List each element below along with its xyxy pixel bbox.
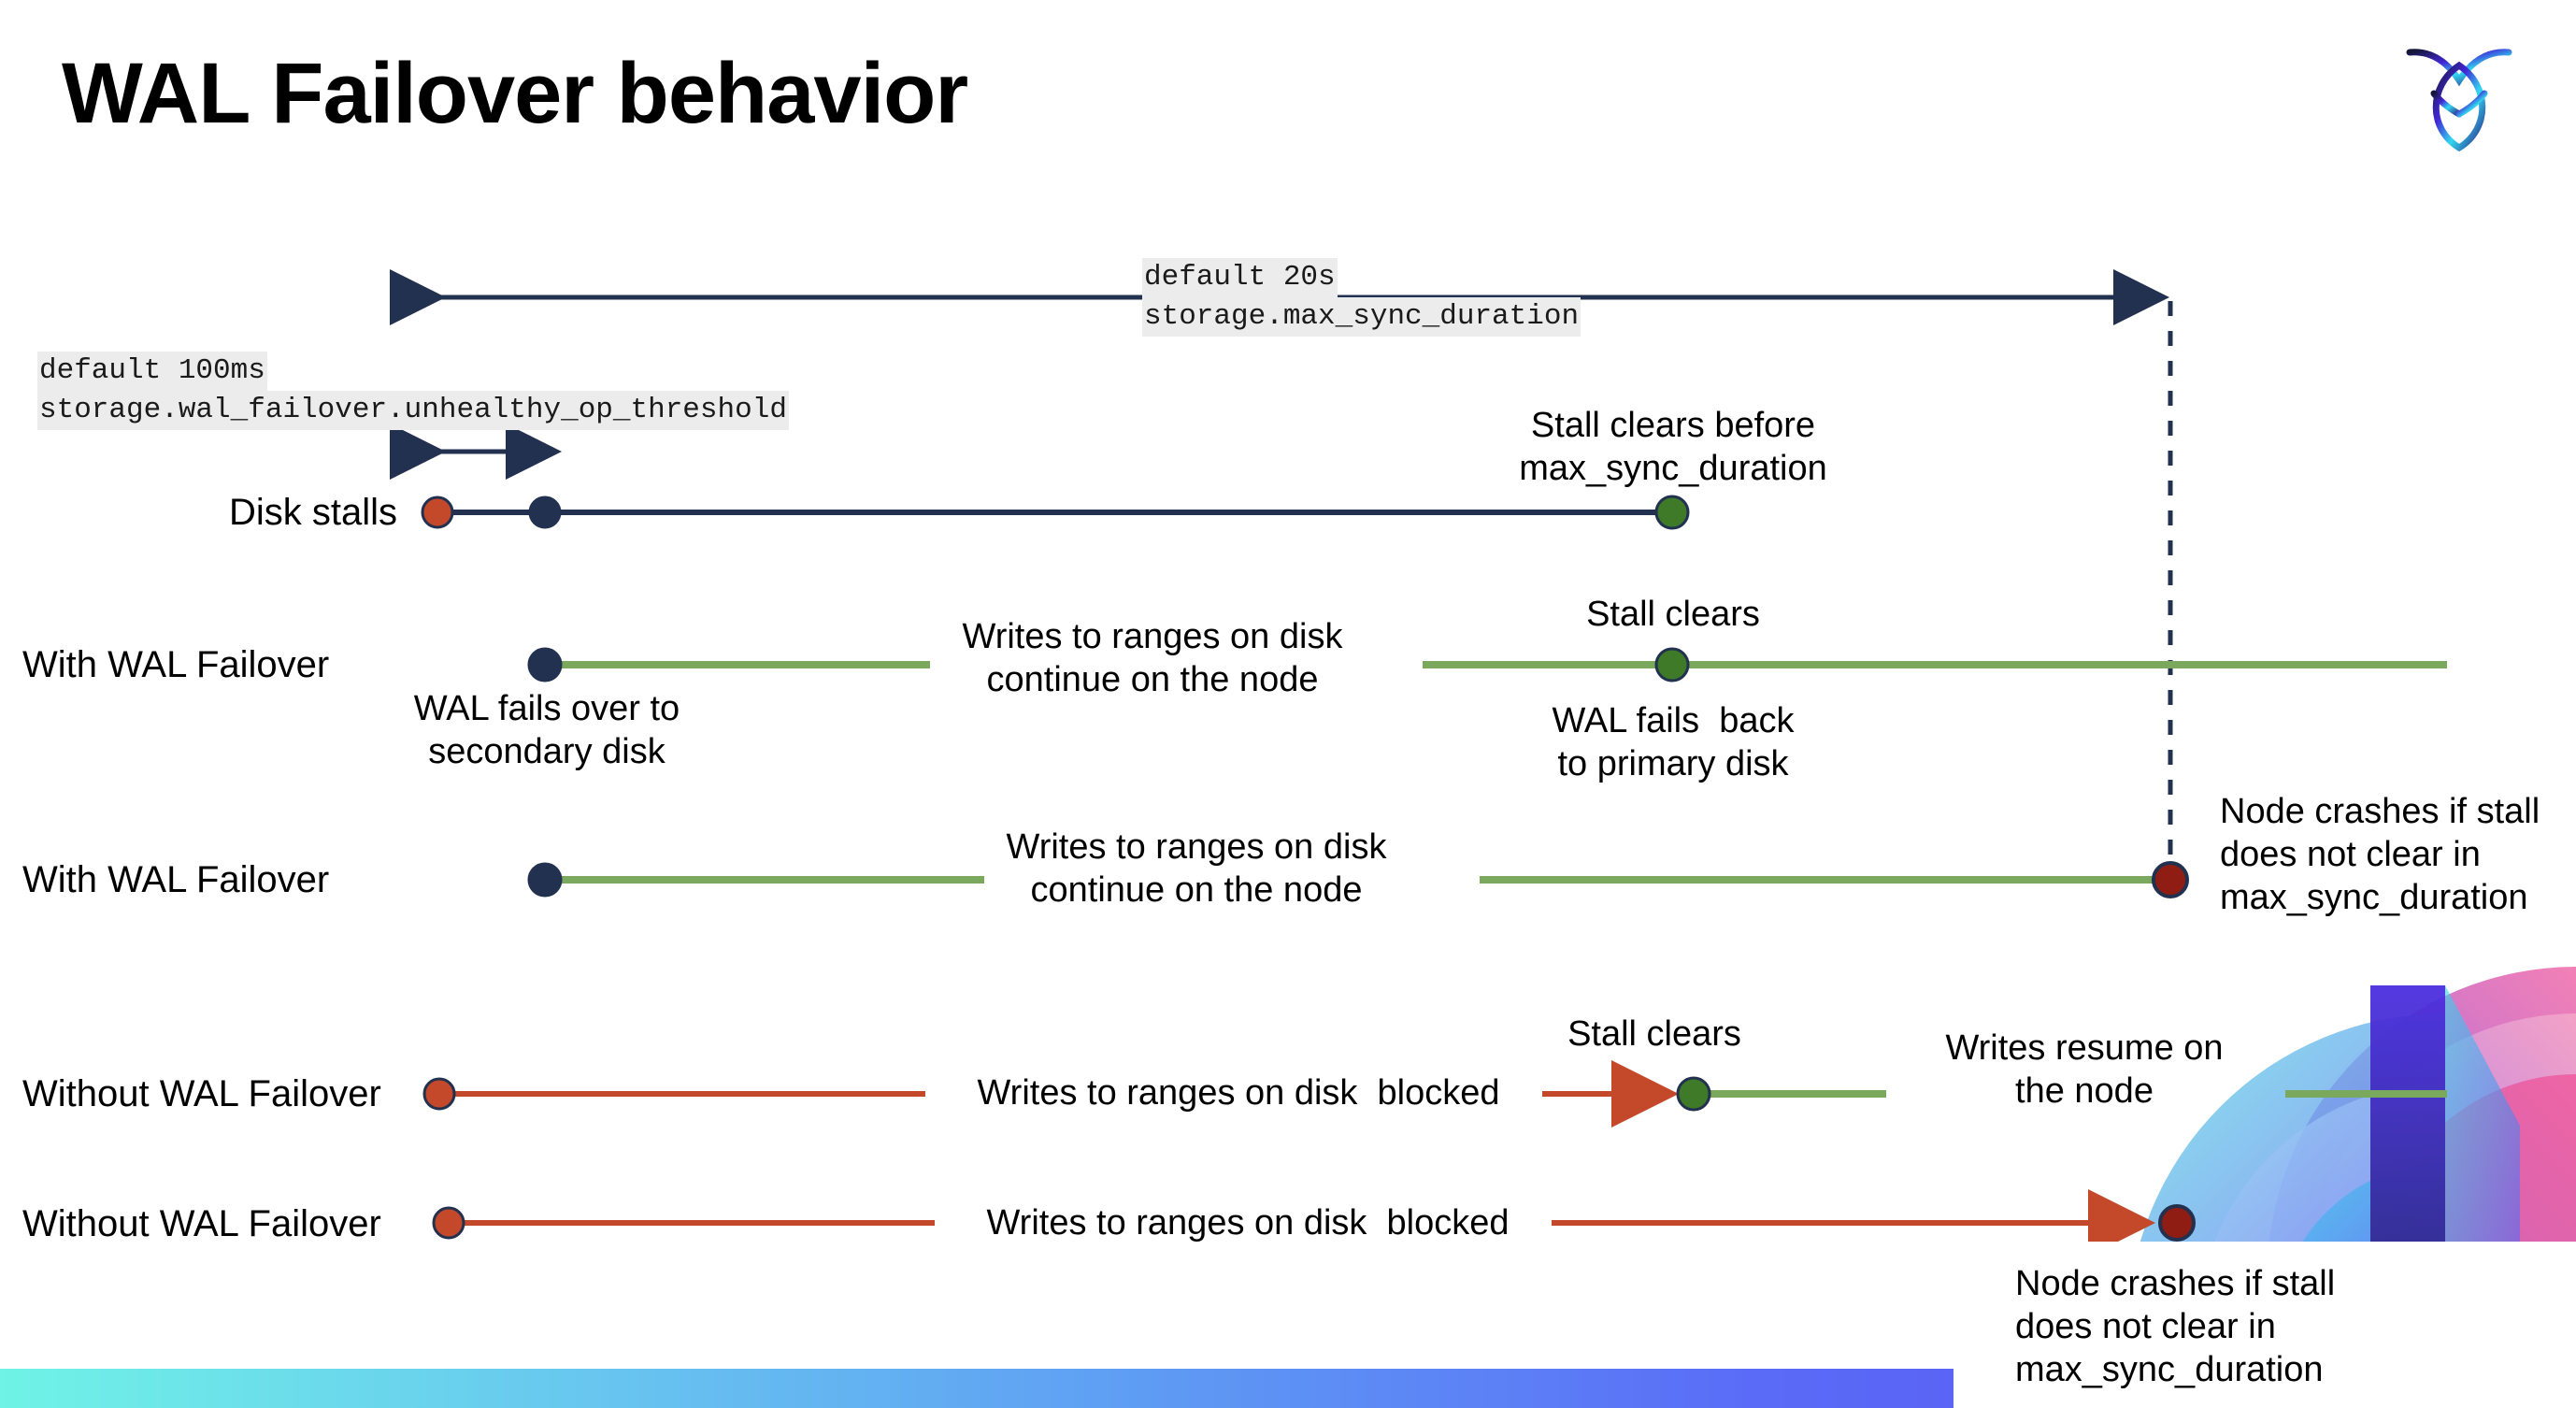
row-label-with-wal-failover-2: With WAL Failover: [22, 859, 330, 900]
marker-disk-stall-start-3: [432, 1206, 465, 1240]
max-sync-duration-setting: storage.max_sync_duration: [1142, 297, 1581, 337]
marker-wal-failover-trigger: [528, 496, 562, 529]
max-sync-duration-callout: default 20s storage.max_sync_duration: [1142, 258, 1581, 337]
node-crash-callout-box: Node crashes if stall does not clear in …: [1953, 1242, 2576, 1408]
marker-stall-clears-1: [1654, 647, 1690, 682]
row-without-wal-failover-2-track: [432, 1189, 2196, 1257]
unhealthy-op-threshold-setting: storage.wal_failover.unhealthy_op_thresh…: [37, 391, 789, 430]
row-with-wal-failover-2-track: [527, 861, 2189, 898]
row-label-without-wal-failover-1: Without WAL Failover: [22, 1073, 381, 1114]
annotation-node-crashes-1: Node crashes if stall does not clear in …: [2220, 792, 2540, 917]
annotation-writes-resume: Writes resume on the node: [1945, 1028, 2224, 1111]
row-without-wal-failover-1-track: [422, 1060, 2447, 1128]
marker-wal-fails-over-2: [527, 862, 563, 898]
marker-node-crash-2: [2158, 1204, 2196, 1242]
row-label-without-wal-failover-2: Without WAL Failover: [22, 1203, 381, 1244]
row-with-wal-failover-1-track: [527, 647, 2447, 682]
annotation-writes-continue-2: Writes to ranges on disk continue on the…: [1006, 827, 1387, 910]
annotation-wal-fails-back: WAL fails back to primary disk: [1552, 701, 1795, 783]
unhealthy-op-threshold-default: default 100ms: [37, 352, 267, 391]
row-label-with-wal-failover-1: With WAL Failover: [22, 644, 330, 685]
annotation-stall-clears-1: Stall clears: [1586, 595, 1760, 634]
annotation-writes-blocked-1: Writes to ranges on disk blocked: [977, 1073, 1500, 1113]
annotation-writes-continue-1: Writes to ranges on disk continue on the…: [962, 617, 1343, 699]
row-disk-stalls-track: [421, 495, 1690, 530]
marker-disk-stall-start-2: [422, 1077, 456, 1111]
marker-stall-clears-2: [1676, 1076, 1711, 1112]
page-title: WAL Failover behavior: [62, 46, 968, 141]
annotation-stall-clears-3: Stall clears: [1567, 1014, 1741, 1054]
max-sync-duration-default: default 20s: [1142, 258, 1338, 297]
row-label-disk-stalls: Disk stalls: [228, 492, 397, 533]
marker-wal-fails-over: [527, 647, 563, 682]
unhealthy-op-threshold-callout: default 100ms storage.wal_failover.unhea…: [37, 352, 789, 430]
annotation-stall-clears-before: Stall clears before max_sync_duration: [1519, 406, 1827, 488]
annotation-wal-fails-over: WAL fails over to secondary disk: [413, 689, 680, 771]
marker-node-crash-1: [2152, 861, 2189, 898]
marker-stall-clears-disk: [1654, 495, 1690, 530]
marker-disk-stall-start: [421, 496, 454, 529]
cockroachdb-logo-icon: [2406, 49, 2512, 152]
annotation-node-crashes-2: Node crashes if stall does not clear in …: [2015, 1264, 2336, 1389]
annotation-writes-blocked-2: Writes to ranges on disk blocked: [986, 1203, 1510, 1243]
